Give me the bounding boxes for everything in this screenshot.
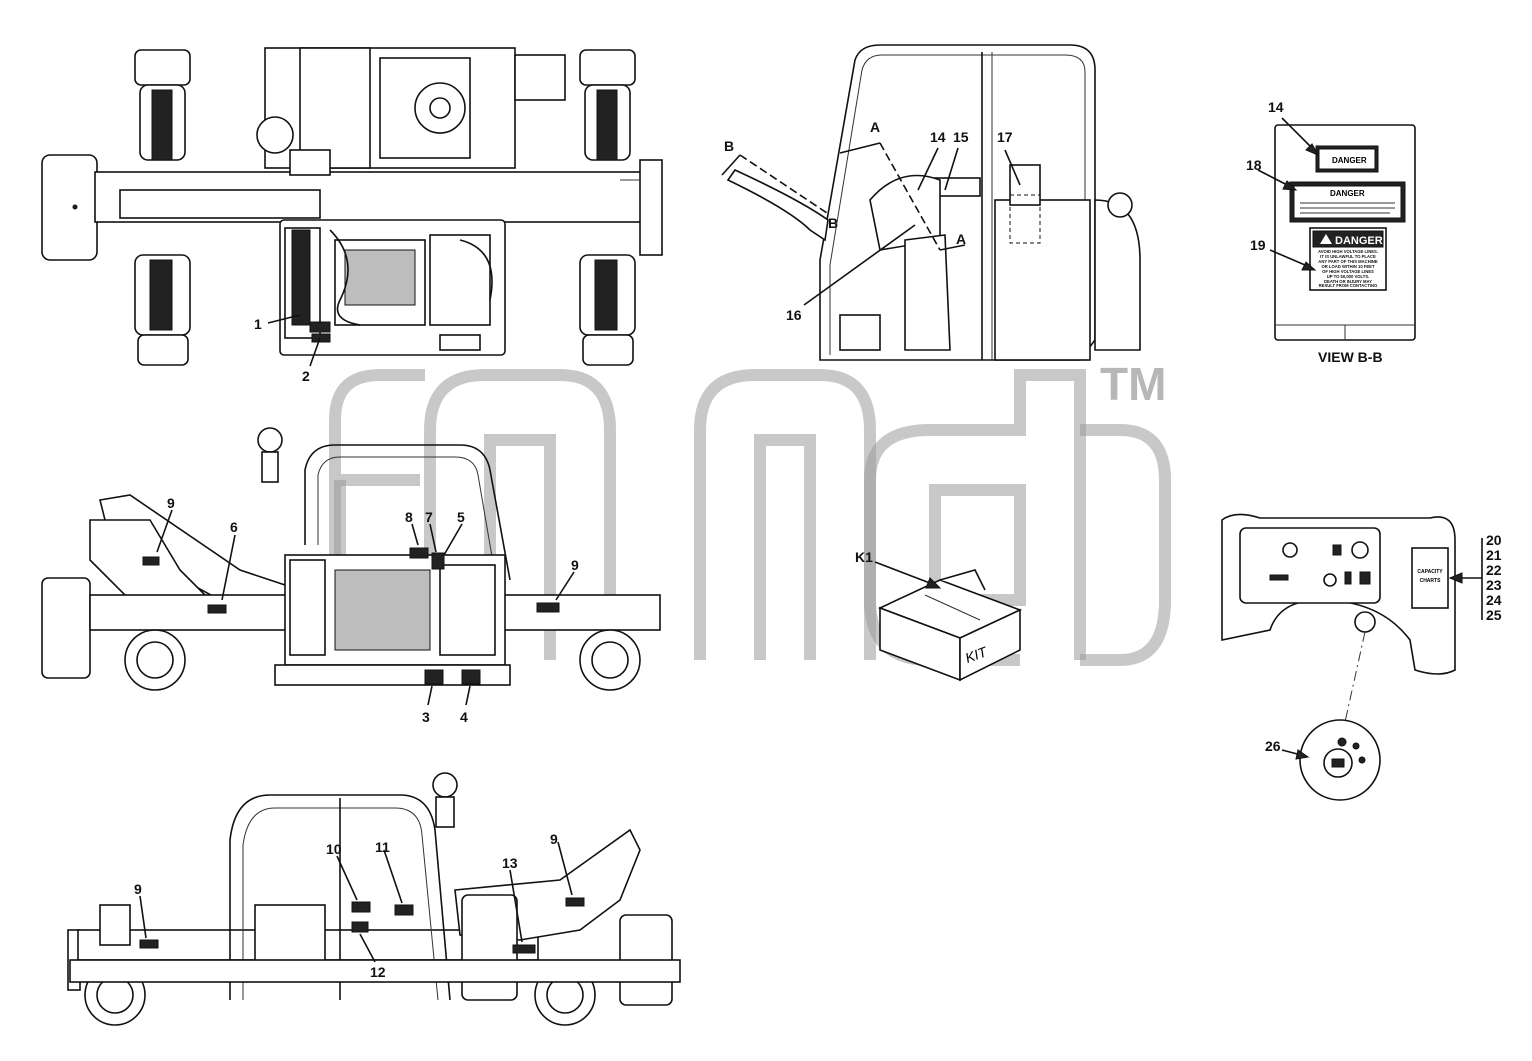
callout-21: 21 xyxy=(1486,547,1502,563)
decal-18-text: DANGER xyxy=(1330,189,1365,198)
kit-box: KIT K1 xyxy=(855,549,1023,682)
callout-9-left-b: 9 xyxy=(550,831,558,847)
callout-23: 23 xyxy=(1486,577,1502,593)
callout-24: 24 xyxy=(1486,592,1502,608)
callout-12: 12 xyxy=(370,964,386,980)
svg-text:UP TO 50,000 VOLTS.: UP TO 50,000 VOLTS. xyxy=(1327,274,1370,279)
svg-text:OF HIGH VOLTAGE LINES: OF HIGH VOLTAGE LINES xyxy=(1322,269,1374,274)
section-mark-a-top: A xyxy=(870,119,880,135)
dash-label-charts: CHARTS xyxy=(1420,578,1441,584)
callout-25: 25 xyxy=(1486,607,1502,623)
cab-interior-view: B B A A 14 15 17 16 xyxy=(721,44,1141,361)
callout-9-side-b: 9 xyxy=(571,557,579,573)
dash-label-capacity: CAPACITY xyxy=(1417,569,1443,575)
svg-text:IT IS UNLAWFUL TO PLACE: IT IS UNLAWFUL TO PLACE xyxy=(1320,254,1376,259)
callout-14-view: 14 xyxy=(1268,99,1284,115)
trademark-symbol: TM xyxy=(1100,358,1166,410)
svg-text:RESULT FROM CONTACTING: RESULT FROM CONTACTING xyxy=(1319,283,1378,288)
dashboard-panel: CAPACITY CHARTS 20 21 22 23 24 25 26 xyxy=(1221,513,1502,801)
callout-18: 18 xyxy=(1246,157,1262,173)
callout-9-left-a: 9 xyxy=(134,881,142,897)
section-mark-b-bottom: B xyxy=(828,215,838,231)
decal-19-title: DANGER xyxy=(1335,235,1383,247)
callout-5: 5 xyxy=(457,509,465,525)
section-mark-a-bottom: A xyxy=(956,231,966,247)
callout-8: 8 xyxy=(405,509,413,525)
svg-text:OR LOAD WITHIN 10 FEET: OR LOAD WITHIN 10 FEET xyxy=(1321,264,1374,269)
callout-20: 20 xyxy=(1486,532,1502,548)
callout-19: 19 xyxy=(1250,237,1266,253)
callout-7: 7 xyxy=(425,509,433,525)
machine-right-side-view: 9 6 8 7 5 9 3 4 xyxy=(41,427,661,725)
callout-group-top: 1 2 xyxy=(254,314,321,384)
watermark-logo: TM xyxy=(329,358,1171,666)
callout-2: 2 xyxy=(302,368,310,384)
kit-box-label: KIT xyxy=(963,643,990,666)
callout-9-side-a: 9 xyxy=(167,495,175,511)
decal-14-text: DANGER xyxy=(1332,156,1367,165)
callout-1: 1 xyxy=(254,316,262,332)
callout-3: 3 xyxy=(422,709,430,725)
callout-k1: K1 xyxy=(855,549,873,565)
svg-text:ANY PART OF THIS MACHINE: ANY PART OF THIS MACHINE xyxy=(1318,259,1378,264)
callout-26: 26 xyxy=(1265,738,1281,754)
callout-22: 22 xyxy=(1486,562,1502,578)
view-b-b-label: VIEW B-B xyxy=(1318,349,1383,365)
machine-left-side-view: 9 10 11 12 13 9 xyxy=(67,772,681,1026)
callout-10: 10 xyxy=(326,841,342,857)
callout-11: 11 xyxy=(375,839,390,855)
callout-15: 15 xyxy=(953,129,969,145)
svg-text:AVOID HIGH VOLTAGE LINES.: AVOID HIGH VOLTAGE LINES. xyxy=(1318,249,1378,254)
chassis-top-view xyxy=(41,47,663,366)
callout-16: 16 xyxy=(786,307,802,323)
callout-17: 17 xyxy=(997,129,1013,145)
callout-14-cab: 14 xyxy=(930,129,946,145)
section-mark-b-top: B xyxy=(724,138,734,154)
view-b-b-panel: DANGER DANGER DANGER AVOID HIGH VOLTAGE … xyxy=(1246,99,1416,365)
callout-4: 4 xyxy=(460,709,468,725)
callout-6: 6 xyxy=(230,519,238,535)
svg-text:DEATH OR INJURY MAY: DEATH OR INJURY MAY xyxy=(1324,279,1372,284)
decal-19-body: AVOID HIGH VOLTAGE LINES. IT IS UNLAWFUL… xyxy=(1318,249,1378,288)
callout-13: 13 xyxy=(502,855,518,871)
